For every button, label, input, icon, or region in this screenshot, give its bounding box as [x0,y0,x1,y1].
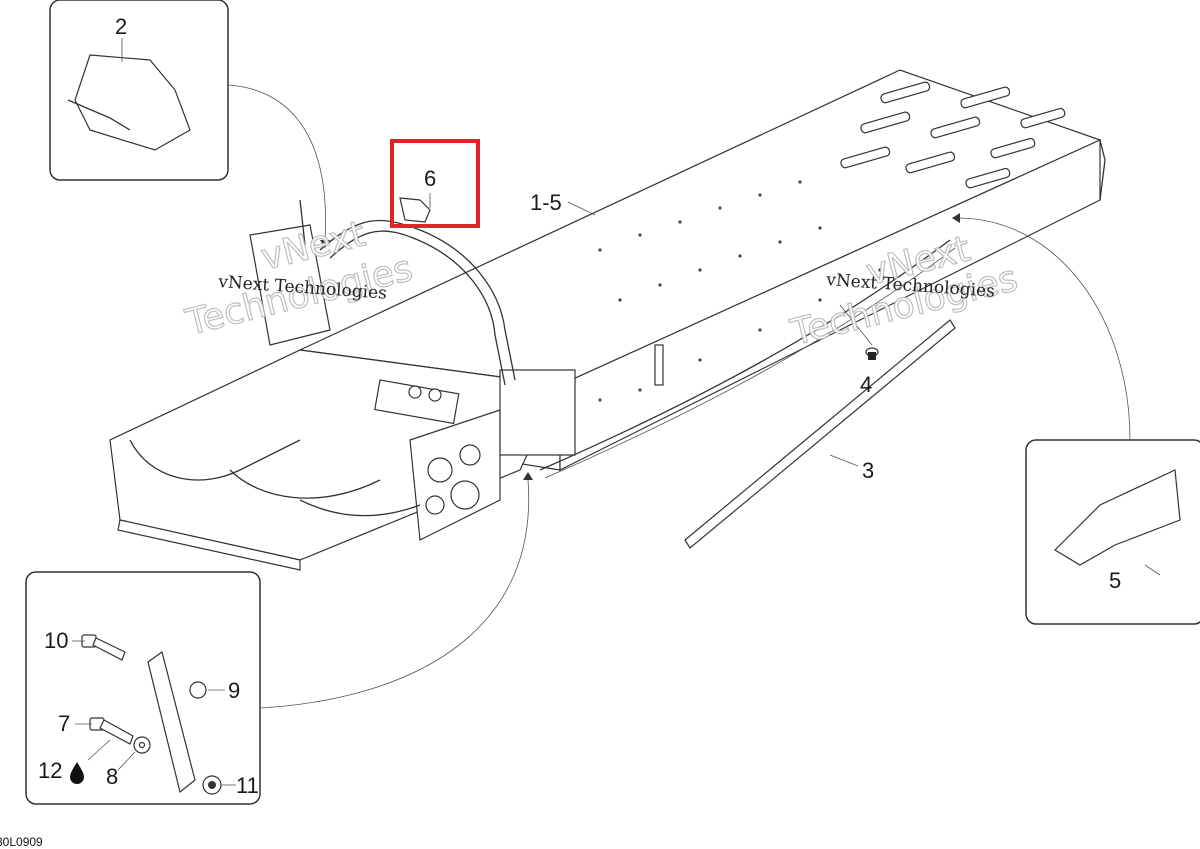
callout-4: 4 [860,372,872,397]
tunnel-slots [840,81,1066,189]
callout-12: 12 [38,758,62,783]
callout-10: 10 [44,628,68,653]
callout-8: 8 [106,764,118,789]
side-cable [539,239,956,479]
highlight-box-part-6 [390,139,480,228]
handle-tube [299,199,516,386]
oil-drop-icon [70,762,84,784]
push-rivet-4 [839,304,879,360]
callout-7: 7 [58,711,70,736]
diagram-code: 30L0909 [0,835,43,849]
callout-3: 3 [862,458,874,483]
inset-part-2 [49,0,330,248]
callout-5: 5 [1109,568,1121,593]
bracket-part-6 [399,193,431,223]
callout-6: 6 [424,166,436,191]
slide-rail [684,319,956,549]
callout-11: 11 [236,773,259,798]
rivet-holes [598,180,882,402]
front-chassis [109,224,576,571]
callout-2: 2 [115,14,127,39]
inset-hardware [25,472,533,805]
callout-1-5: 1-5 [530,190,562,215]
inset-part-5 [952,213,1200,625]
callout-9: 9 [228,678,240,703]
